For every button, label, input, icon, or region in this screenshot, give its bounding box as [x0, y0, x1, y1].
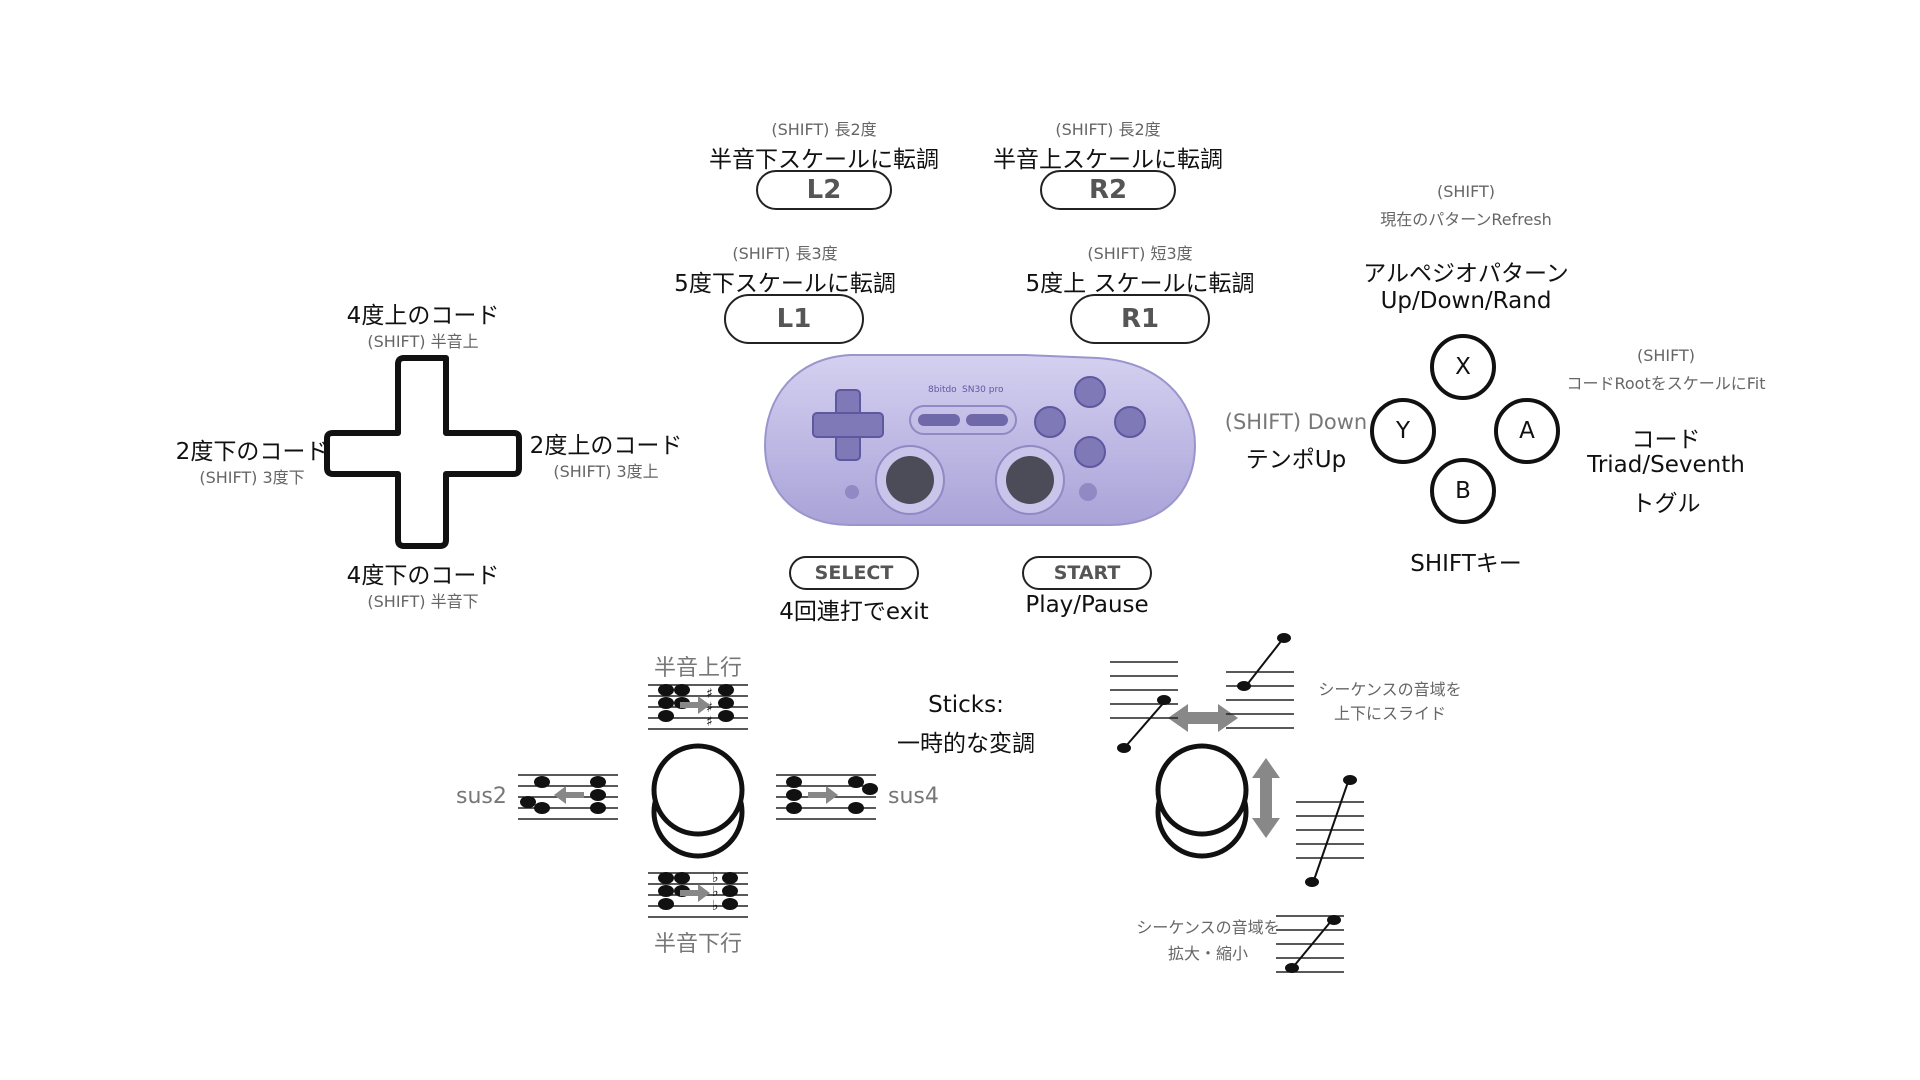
- svg-text:♯: ♯: [706, 714, 713, 730]
- r1-button[interactable]: R1: [1070, 294, 1210, 344]
- r2-shift-label: (SHIFT) 長2度: [1055, 120, 1161, 139]
- a-description-modes: Triad/Seventh: [1587, 452, 1745, 478]
- b-description: SHIFTキー: [1410, 551, 1522, 577]
- stick-down-label: 半音下行: [653, 932, 743, 957]
- sticks-title: Sticks:: [928, 692, 1004, 718]
- stick-left-label: sus2: [456, 784, 507, 809]
- svg-text:♯: ♯: [706, 700, 713, 716]
- dpad-left-shift: (SHIFT) 3度下: [199, 468, 305, 487]
- a-shift-label: (SHIFT): [1636, 346, 1696, 365]
- dpad-left-description: 2度下のコード: [175, 439, 329, 465]
- right-stick-icon: [1155, 743, 1249, 859]
- x-description: アルペジオパターン: [1363, 261, 1569, 287]
- left-stick-icon: [651, 743, 745, 859]
- x-button[interactable]: X: [1430, 334, 1496, 400]
- l1-shift-label: (SHIFT) 長3度: [732, 244, 838, 263]
- l2-button[interactable]: L2: [756, 170, 892, 210]
- right-stick-vertical-label-2: 拡大・縮小: [1167, 944, 1249, 963]
- l1-button[interactable]: L1: [724, 294, 864, 344]
- b-button[interactable]: B: [1430, 458, 1496, 524]
- x-shift-label: (SHIFT): [1436, 182, 1496, 201]
- y-description: テンポUp: [1245, 447, 1347, 473]
- right-stick-vertical-label: シーケンスの音域を: [1136, 918, 1280, 937]
- select-description: 4回連打でexit: [779, 599, 929, 625]
- dpad-right-shift: (SHIFT) 3度上: [553, 462, 659, 481]
- controller-brand: 8bitdo: [928, 385, 957, 395]
- r1-shift-label: (SHIFT) 短3度: [1087, 244, 1193, 263]
- select-button[interactable]: SELECT: [789, 556, 919, 590]
- x-shift-description: 現在のパターンRefresh: [1380, 210, 1552, 229]
- dpad-up-shift: (SHIFT) 半音上: [367, 332, 479, 351]
- l2-description: 半音下スケールに転調: [709, 147, 939, 173]
- sticks-subtitle: 一時的な変調: [897, 731, 1035, 757]
- y-shift-label: (SHIFT) Down: [1224, 410, 1368, 434]
- start-description: Play/Pause: [1025, 592, 1149, 618]
- dpad-right-description: 2度上のコード: [529, 433, 683, 459]
- vertical-arrow-icon: [1252, 758, 1280, 838]
- l1-description: 5度下スケールに転調: [674, 271, 896, 297]
- l2-shift-label: (SHIFT) 長2度: [771, 120, 877, 139]
- x-description-modes: Up/Down/Rand: [1380, 288, 1552, 314]
- dpad-down-shift: (SHIFT) 半音下: [367, 592, 479, 611]
- right-stick-horizontal-label: シーケンスの音域を: [1318, 680, 1462, 699]
- svg-text:♭: ♭: [712, 898, 719, 914]
- gamepad-icon: 8bitdo SN30 pro: [763, 354, 1197, 526]
- horizontal-arrow-icon: [1168, 704, 1238, 732]
- r2-description: 半音上スケールに転調: [993, 147, 1223, 173]
- a-description-toggle: トグル: [1631, 491, 1701, 517]
- a-description: コード: [1631, 427, 1701, 453]
- svg-text:♭: ♭: [712, 884, 719, 900]
- svg-text:♭: ♭: [712, 870, 719, 886]
- dpad-down-description: 4度下のコード: [346, 563, 500, 589]
- start-button[interactable]: START: [1022, 556, 1152, 590]
- y-button[interactable]: Y: [1370, 398, 1436, 464]
- dpad-icon: [324, 355, 522, 549]
- svg-text:♯: ♯: [706, 686, 713, 702]
- stick-right-label: sus4: [888, 784, 939, 809]
- stick-up-label: 半音上行: [653, 656, 743, 681]
- r2-button[interactable]: R2: [1040, 170, 1176, 210]
- a-shift-description: コードRootをスケールにFit: [1566, 374, 1766, 393]
- right-stick-horizontal-label-2: 上下にスライド: [1333, 704, 1447, 723]
- controller-model: SN30 pro: [962, 385, 1004, 395]
- r1-description: 5度上 スケールに転調: [1025, 271, 1255, 297]
- a-button[interactable]: A: [1494, 398, 1560, 464]
- dpad-up-description: 4度上のコード: [346, 303, 500, 329]
